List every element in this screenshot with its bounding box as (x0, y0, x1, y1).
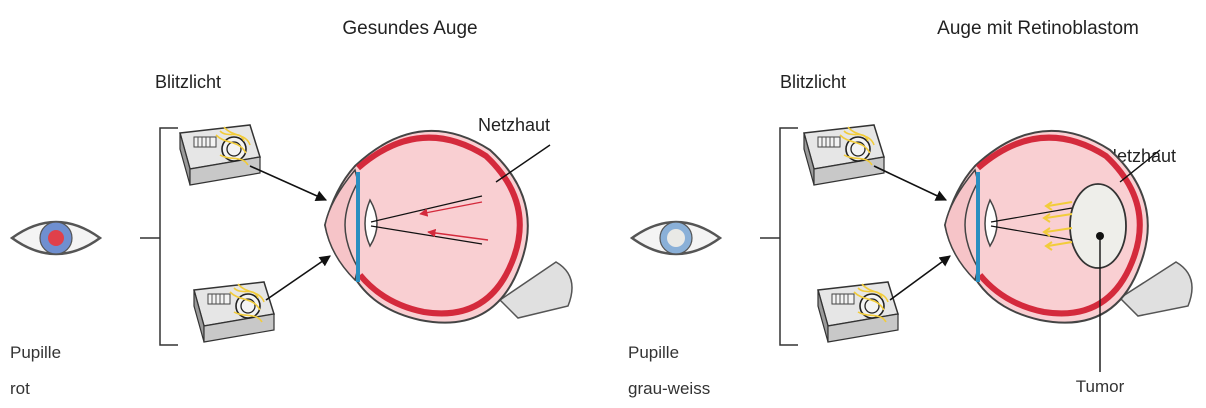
healthy-camera-top-icon (180, 125, 260, 185)
healthy-ray-in-top (250, 166, 326, 200)
retinoblastoma-camera-bottom-icon (818, 282, 898, 342)
retinoblastoma-title: Auge mit Retinoblastom (937, 18, 1139, 39)
retinoblastoma-camera-top-icon (804, 125, 884, 185)
white-pupil-icon (667, 229, 685, 247)
healthy-eye-icon (12, 222, 100, 254)
healthy-flash-label: Blitzlicht (155, 72, 221, 92)
retinoblastoma-bracket (780, 128, 798, 345)
healthy-pupil-label-2: rot (10, 379, 30, 398)
red-pupil-icon (48, 230, 64, 246)
healthy-ray-in-bottom (266, 256, 330, 300)
tumor-label: Tumor (1076, 377, 1125, 396)
retinoblastoma-flash-label: Blitzlicht (780, 72, 846, 92)
healthy-eyeball (325, 131, 528, 323)
retinoblastoma-ray-in-top (874, 166, 946, 200)
healthy-bracket (160, 128, 178, 345)
healthy-pupil-label-1: Pupille (10, 343, 61, 362)
retinoblastoma-eye-icon (632, 222, 720, 254)
tumor-mass (1070, 184, 1126, 268)
retinoblastoma-eyeball (945, 131, 1148, 323)
retinoblastoma-pupil-label-2: grau-weiss (628, 379, 710, 398)
retinoblastoma-ray-in-bottom (890, 256, 950, 300)
healthy-title: Gesundes Auge (342, 18, 477, 39)
healthy-retina-label: Netzhaut (478, 115, 550, 135)
retinoblastoma-pupil-label-1: Pupille (628, 343, 679, 362)
healthy-camera-bottom-icon (194, 282, 274, 342)
